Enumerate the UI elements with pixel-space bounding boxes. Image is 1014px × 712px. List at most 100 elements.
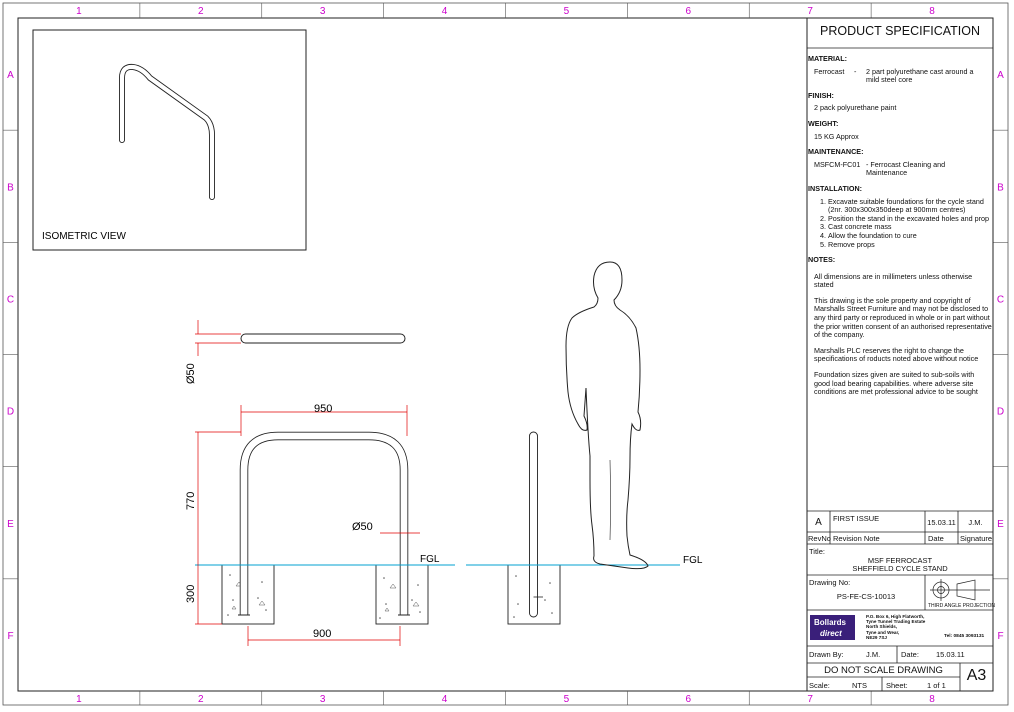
address-line: North Shields,: [866, 624, 898, 630]
drawing-no-label: Drawing No:: [809, 578, 851, 587]
front-fgl-label: FGL: [420, 554, 440, 565]
date-label: Date:: [901, 650, 919, 659]
grid-row-label: F: [7, 631, 13, 642]
width-dimension: 950: [314, 403, 332, 415]
grid-column-label: 1: [76, 6, 82, 17]
notes-heading: NOTES:: [808, 255, 836, 265]
depth-dimension: 300: [185, 585, 197, 603]
grid-row-label: A: [997, 70, 1004, 81]
bollards-direct-logo: [810, 615, 855, 640]
maintenance-heading: MAINTENANCE:: [808, 147, 864, 157]
grid-column-label: 4: [442, 694, 448, 705]
grid-column-label: 5: [564, 6, 570, 17]
note-item: Foundation sizes given are suited to sub…: [814, 370, 978, 397]
telephone: Tel: 0845 3093131: [944, 634, 985, 639]
grid-row-label: A: [7, 70, 14, 81]
sheet-value: 1 of 1: [927, 681, 946, 690]
grid-column-label: 3: [320, 6, 326, 17]
grid-column-label: 8: [929, 694, 935, 705]
isometric-view-label: ISOMETRIC VIEW: [42, 231, 126, 242]
centres-dimension: 900: [313, 628, 331, 640]
installation-step: Excavate suitable foundations for the cy…: [828, 197, 992, 215]
plan-view-tube: [240, 333, 406, 344]
header-revision-note: Revision Note: [833, 534, 880, 543]
logo-text-1: Bollards: [814, 618, 847, 627]
side-concrete-hatch: [513, 575, 553, 618]
grid-column-label: 7: [807, 6, 813, 17]
installation-step: Position the stand in the excavated hole…: [828, 214, 992, 224]
installation-step: Allow the foundation to cure: [828, 231, 992, 241]
drawn-by: J.M.: [866, 650, 881, 659]
title-line-1: MSF FERROCAST: [867, 556, 933, 565]
maintenance-desc: - Ferrocast Cleaning and Maintenance: [866, 159, 946, 178]
concrete-triangles: [231, 581, 420, 612]
spec-panel: MATERIAL: Ferrocast - 2 part polyurethan…: [808, 48, 992, 404]
drawn-date: 15.03.11: [936, 650, 965, 659]
maintenance-row: MSFCM-FC01 - Ferrocast Cleaning and Main…: [814, 159, 992, 178]
spec-panel-frame: [806, 17, 994, 692]
plan-tube-diameter: Ø50: [185, 363, 197, 384]
drawn-by-label: Drawn By:: [809, 650, 844, 659]
grid-row-label: E: [997, 519, 1004, 530]
grid-column-label: 7: [807, 694, 813, 705]
weight-heading: WEIGHT:: [808, 118, 839, 128]
grid-row-label: F: [997, 631, 1003, 642]
grid-column-label: 4: [442, 6, 448, 17]
human-silhouette: [565, 261, 649, 570]
material-heading: MATERIAL:: [808, 54, 847, 63]
grid-row-label: D: [997, 407, 1004, 418]
maintenance-code: MSFCM-FC01: [814, 159, 861, 169]
projection-label: THIRD ANGLE PROJECTION: [928, 603, 995, 609]
grid-column-label: 2: [198, 6, 204, 17]
leg-diameter-dimension: Ø50: [352, 521, 373, 533]
finish-heading: FINISH:: [808, 90, 834, 100]
sheet-size: A3: [966, 667, 987, 684]
address-line: Tyne Tunnel Trading Estate: [866, 619, 926, 625]
header-date: Date: [928, 534, 944, 543]
grid-row-label: D: [7, 407, 14, 418]
title-label: Title:: [809, 547, 825, 556]
grid-column-label: 8: [929, 6, 935, 17]
title-block-lines: [807, 510, 993, 691]
rev-signature: J.M.: [968, 518, 983, 527]
note-item: All dimensions are in millimeters unless…: [814, 271, 973, 290]
grid-row-label: C: [997, 294, 1004, 305]
address-line: Tyne and Wear,: [866, 629, 900, 635]
grid-column-label: 3: [320, 694, 326, 705]
finish-text: 2 pack polyurethane paint: [814, 103, 897, 113]
grid-row-label: B: [997, 182, 1004, 193]
drawing-number: PS-FE-CS-10013: [836, 592, 896, 601]
address-line: P.O. Box 6, High Flatworth,: [866, 614, 925, 619]
header-rev-no: RevNo: [808, 534, 831, 543]
rev-letter: A: [815, 517, 822, 528]
scale-value: NTS: [852, 681, 867, 690]
height-dimension: 770: [185, 492, 197, 510]
material-dash: -: [854, 66, 857, 76]
note-item: Marshalls PLC reserves the right to chan…: [814, 345, 979, 364]
material-row: Ferrocast - 2 part polyurethane cast aro…: [814, 66, 992, 85]
front-dimension-lines: [195, 405, 420, 646]
front-stand-fill: [240, 432, 408, 615]
isometric-stand-outline: [119, 63, 215, 200]
side-fgl-label: FGL: [683, 555, 703, 566]
installation-steps: Excavate suitable foundations for the cy…: [814, 197, 992, 250]
scale-label: Scale:: [809, 681, 830, 690]
grid-row-label: B: [7, 182, 14, 193]
grid-row-label: E: [7, 519, 14, 530]
grid-column-label: 5: [564, 694, 570, 705]
header-signature: Signature: [960, 534, 993, 543]
side-stand-tube: [529, 431, 538, 618]
plan-dim-lines: [195, 320, 241, 356]
isometric-frame: [32, 29, 307, 251]
rev-note: FIRST ISSUE: [833, 514, 880, 523]
third-angle-projection-icon: [930, 579, 990, 601]
installation-step: Remove props: [828, 240, 992, 250]
grid-column-label: 2: [198, 694, 204, 705]
grid-column-label: 6: [686, 694, 692, 705]
material-name: Ferrocast: [814, 66, 845, 76]
grid-column-label: 6: [686, 6, 692, 17]
address-block: P.O. Box 6, High Flatworth, Tyne Tunnel …: [866, 614, 925, 640]
title-line-2: SHEFFIELD CYCLE STAND: [852, 564, 948, 573]
